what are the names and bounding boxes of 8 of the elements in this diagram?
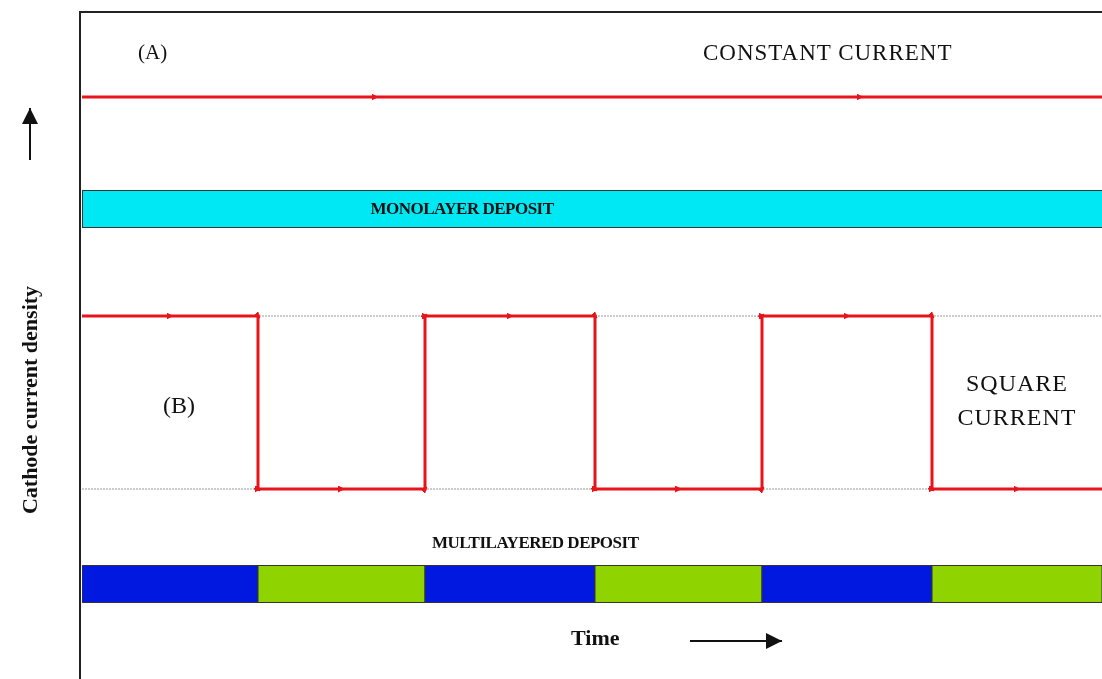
axis-label: Time <box>571 625 620 651</box>
panel-label: (B) <box>163 392 195 419</box>
band-heading: MULTILAYERED DEPOSIT <box>432 533 639 553</box>
axis-label: Cathode current density <box>17 285 43 515</box>
panel-label: (A) <box>138 40 168 65</box>
waveform-label: SQUARE CURRENT <box>956 369 1078 432</box>
deposit-band: MONOLAYER DEPOSIT <box>82 190 1102 228</box>
waveform-label: CONSTANT CURRENT <box>703 40 953 66</box>
